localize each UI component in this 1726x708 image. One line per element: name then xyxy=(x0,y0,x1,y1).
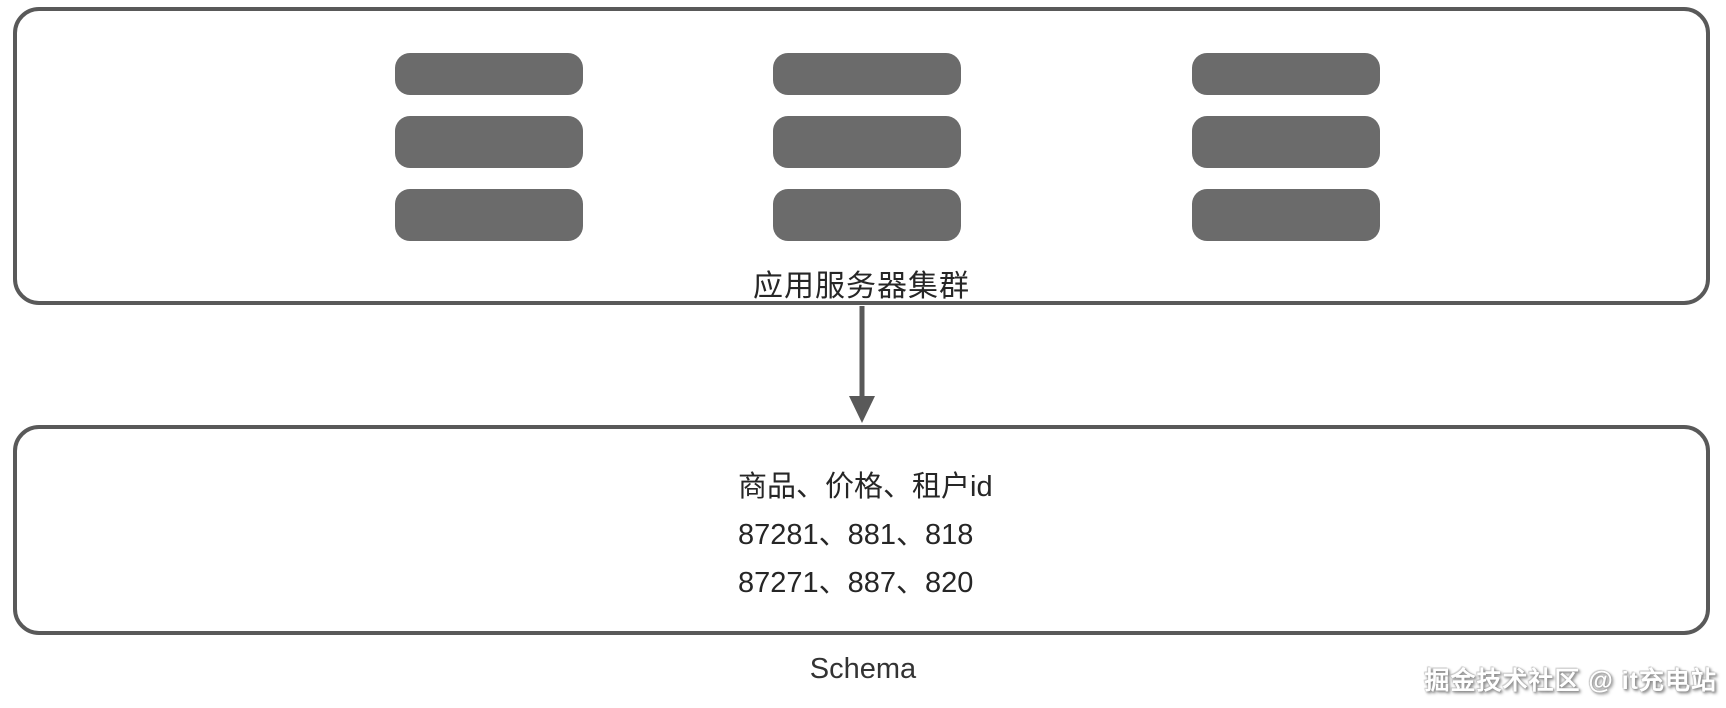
schema-content: 商品、价格、租户id 87281、881、818 87271、887、820 xyxy=(738,463,993,607)
server-bar xyxy=(395,189,583,241)
schema-caption: Schema xyxy=(809,653,917,685)
server-bar xyxy=(773,116,961,168)
schema-line-columns: 商品、价格、租户id xyxy=(738,471,993,503)
app-server-cluster-box: 应用服务器集群 xyxy=(13,7,1710,305)
schema-line-row1: 87281、881、818 xyxy=(738,519,974,551)
server-bar xyxy=(773,53,961,95)
server-stack-icon xyxy=(395,53,583,243)
server-stack-icon xyxy=(1192,53,1380,243)
server-bar xyxy=(395,116,583,168)
server-bar xyxy=(395,53,583,95)
server-stack-icon xyxy=(773,53,961,243)
server-bar xyxy=(1192,116,1380,168)
schema-box xyxy=(13,425,1710,635)
server-bar xyxy=(773,189,961,241)
arrow-down-icon xyxy=(849,306,875,423)
server-bar xyxy=(1192,53,1380,95)
schema-line-row2: 87271、887、820 xyxy=(738,567,974,599)
app-server-cluster-label: 应用服务器集群 xyxy=(753,270,970,303)
server-bar xyxy=(1192,189,1380,241)
watermark: 掘金技术社区 @ it充电站 xyxy=(1424,667,1717,695)
